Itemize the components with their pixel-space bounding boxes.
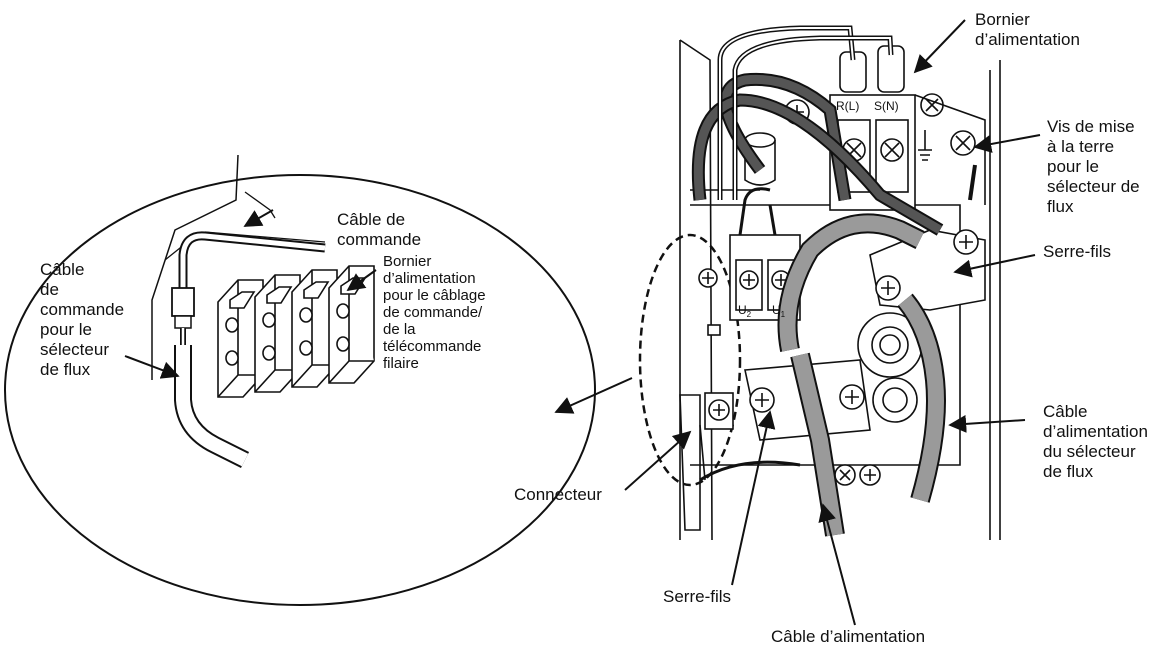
inset-terminal-blocks	[217, 265, 375, 398]
label-power-cable: Câble d’alimentation	[771, 627, 926, 646]
label-cable-clamp-right: Serre-fils	[1043, 242, 1112, 261]
label-flow-selector-control-cable: Câble de commande pour le sélecteur de f…	[40, 260, 125, 379]
leader-flow-selector-control-cable	[124, 355, 180, 379]
label-connector: Connecteur	[514, 485, 602, 504]
leader-control-cable	[243, 209, 274, 227]
label-flow-selector-power-cable: Câble d’alimentation du sélecteur de flu…	[1043, 402, 1148, 481]
label-power-terminal-block: Bornier d’alimentation	[975, 10, 1080, 49]
terminal-r-label: R(L)	[836, 99, 859, 113]
terminal-s-label: S(N)	[874, 99, 899, 113]
terminal-u1-label: U1	[772, 303, 786, 319]
label-ground-screw: Vis de mise à la terre pour le sélecteur…	[1047, 117, 1140, 216]
leader-control-terminal-block	[346, 269, 377, 292]
main-leader-arrows	[624, 19, 1041, 626]
main-cables	[691, 25, 977, 537]
label-control-cable: Câble de commande	[337, 210, 422, 249]
terminal-u2-label: U2	[738, 303, 752, 319]
label-cable-clamp-bottom: Serre-fils	[663, 587, 732, 606]
inset-pointer-arrow	[554, 377, 633, 414]
inset-magnified-view	[4, 154, 596, 606]
label-control-terminal-block: Bornier d’alimentation pour le câblage d…	[383, 253, 486, 372]
